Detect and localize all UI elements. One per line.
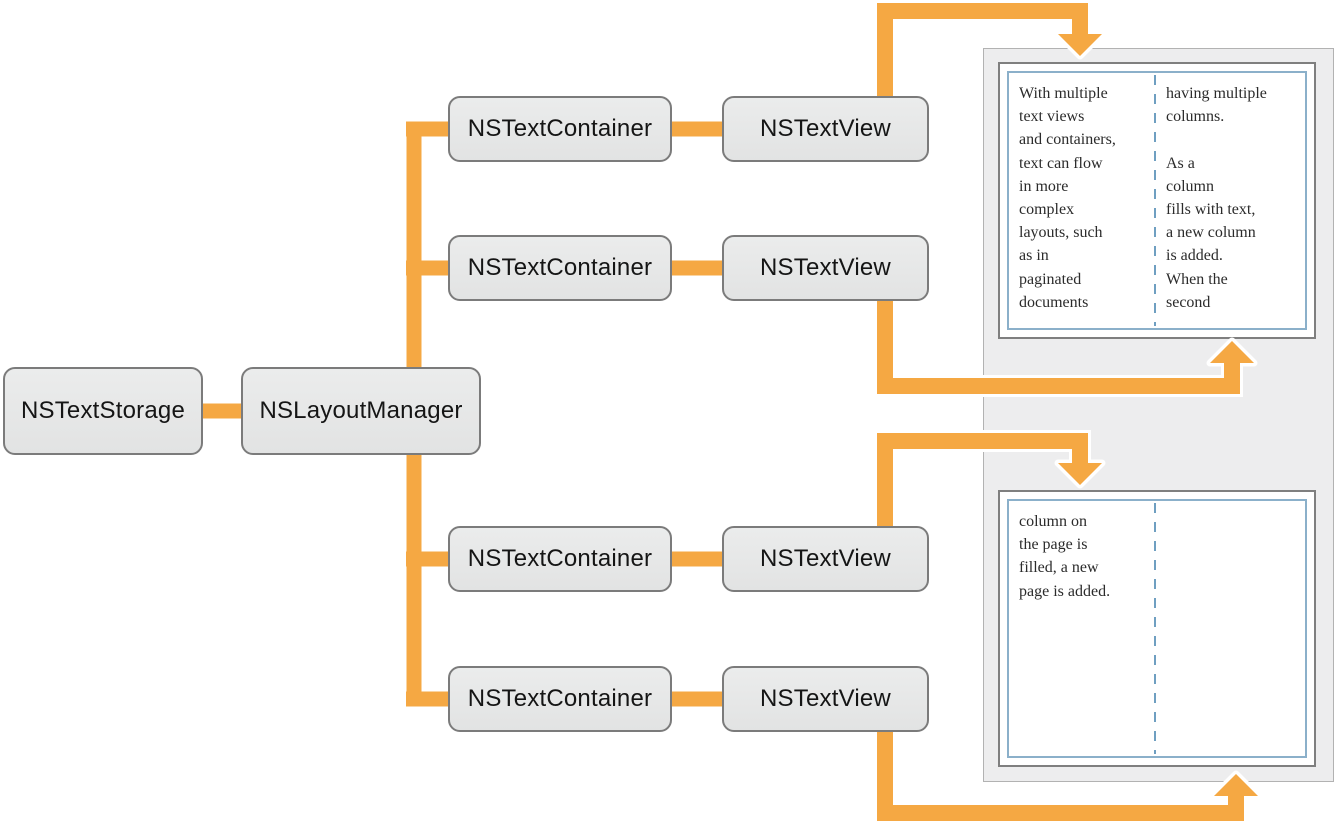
- node-nstextview-1: NSTextView: [722, 96, 929, 162]
- text-line: page is added.: [1019, 582, 1111, 600]
- node-nstextcontainer-3: NSTextContainer: [448, 526, 672, 592]
- node-nstextview-2: NSTextView: [722, 235, 929, 301]
- text-line: column: [1166, 177, 1214, 195]
- node-nstextcontainer-1: NSTextContainer: [448, 96, 672, 162]
- text-line: the page is: [1019, 536, 1088, 554]
- node-nstextcontainer-2: NSTextContainer: [448, 235, 672, 301]
- text-line: documents: [1019, 293, 1089, 311]
- page-2-text-area: column on the page is filled, a new page is…: [1007, 499, 1307, 758]
- page-2: column on the page is filled, a new page is…: [998, 490, 1316, 767]
- text-line: text views: [1019, 108, 1085, 126]
- node-nslayoutmanager: NSLayoutManager: [241, 367, 481, 455]
- page-2-column-left: column on the page is filled, a new page is…: [1019, 510, 1151, 603]
- text-line: having multiple: [1166, 85, 1267, 102]
- text-line: paginated: [1019, 270, 1082, 288]
- node-nstextstorage: NSTextStorage: [3, 367, 203, 455]
- text-line: in more: [1019, 177, 1069, 195]
- text-line: When the: [1166, 270, 1228, 288]
- text-line: layouts, such: [1019, 224, 1103, 242]
- text-line: and containers,: [1019, 131, 1116, 149]
- node-nstextcontainer-4: NSTextContainer: [448, 666, 672, 732]
- text-line: a new column: [1166, 224, 1256, 242]
- node-nstextview-3: NSTextView: [722, 526, 929, 592]
- text-line: second: [1166, 293, 1211, 311]
- page-1: With multiple text views and containers, te…: [998, 62, 1316, 339]
- text-line: columns.: [1166, 108, 1225, 126]
- text-line: column on: [1019, 513, 1087, 530]
- text-line: As a: [1166, 154, 1195, 172]
- text-line: fills with text,: [1166, 201, 1256, 219]
- text-line: With multiple: [1019, 85, 1108, 102]
- page-1-column-left: With multiple text views and containers, te…: [1019, 82, 1151, 314]
- text-line: is added.: [1166, 247, 1223, 265]
- page-2-column-divider: [1154, 503, 1156, 754]
- text-line: [1166, 128, 1304, 151]
- text-line: text can flow: [1019, 154, 1103, 172]
- node-nstextview-4: NSTextView: [722, 666, 929, 732]
- page-1-text-area: With multiple text views and containers, te…: [1007, 71, 1307, 330]
- page-panel: With multiple text views and containers, te…: [983, 48, 1334, 782]
- text-line: filled, a new: [1019, 559, 1099, 577]
- text-line: complex: [1019, 201, 1075, 219]
- page-1-column-right: having multiple columns. As a column fills …: [1166, 82, 1304, 314]
- text-line: as in: [1019, 247, 1049, 265]
- page-1-column-divider: [1154, 75, 1156, 326]
